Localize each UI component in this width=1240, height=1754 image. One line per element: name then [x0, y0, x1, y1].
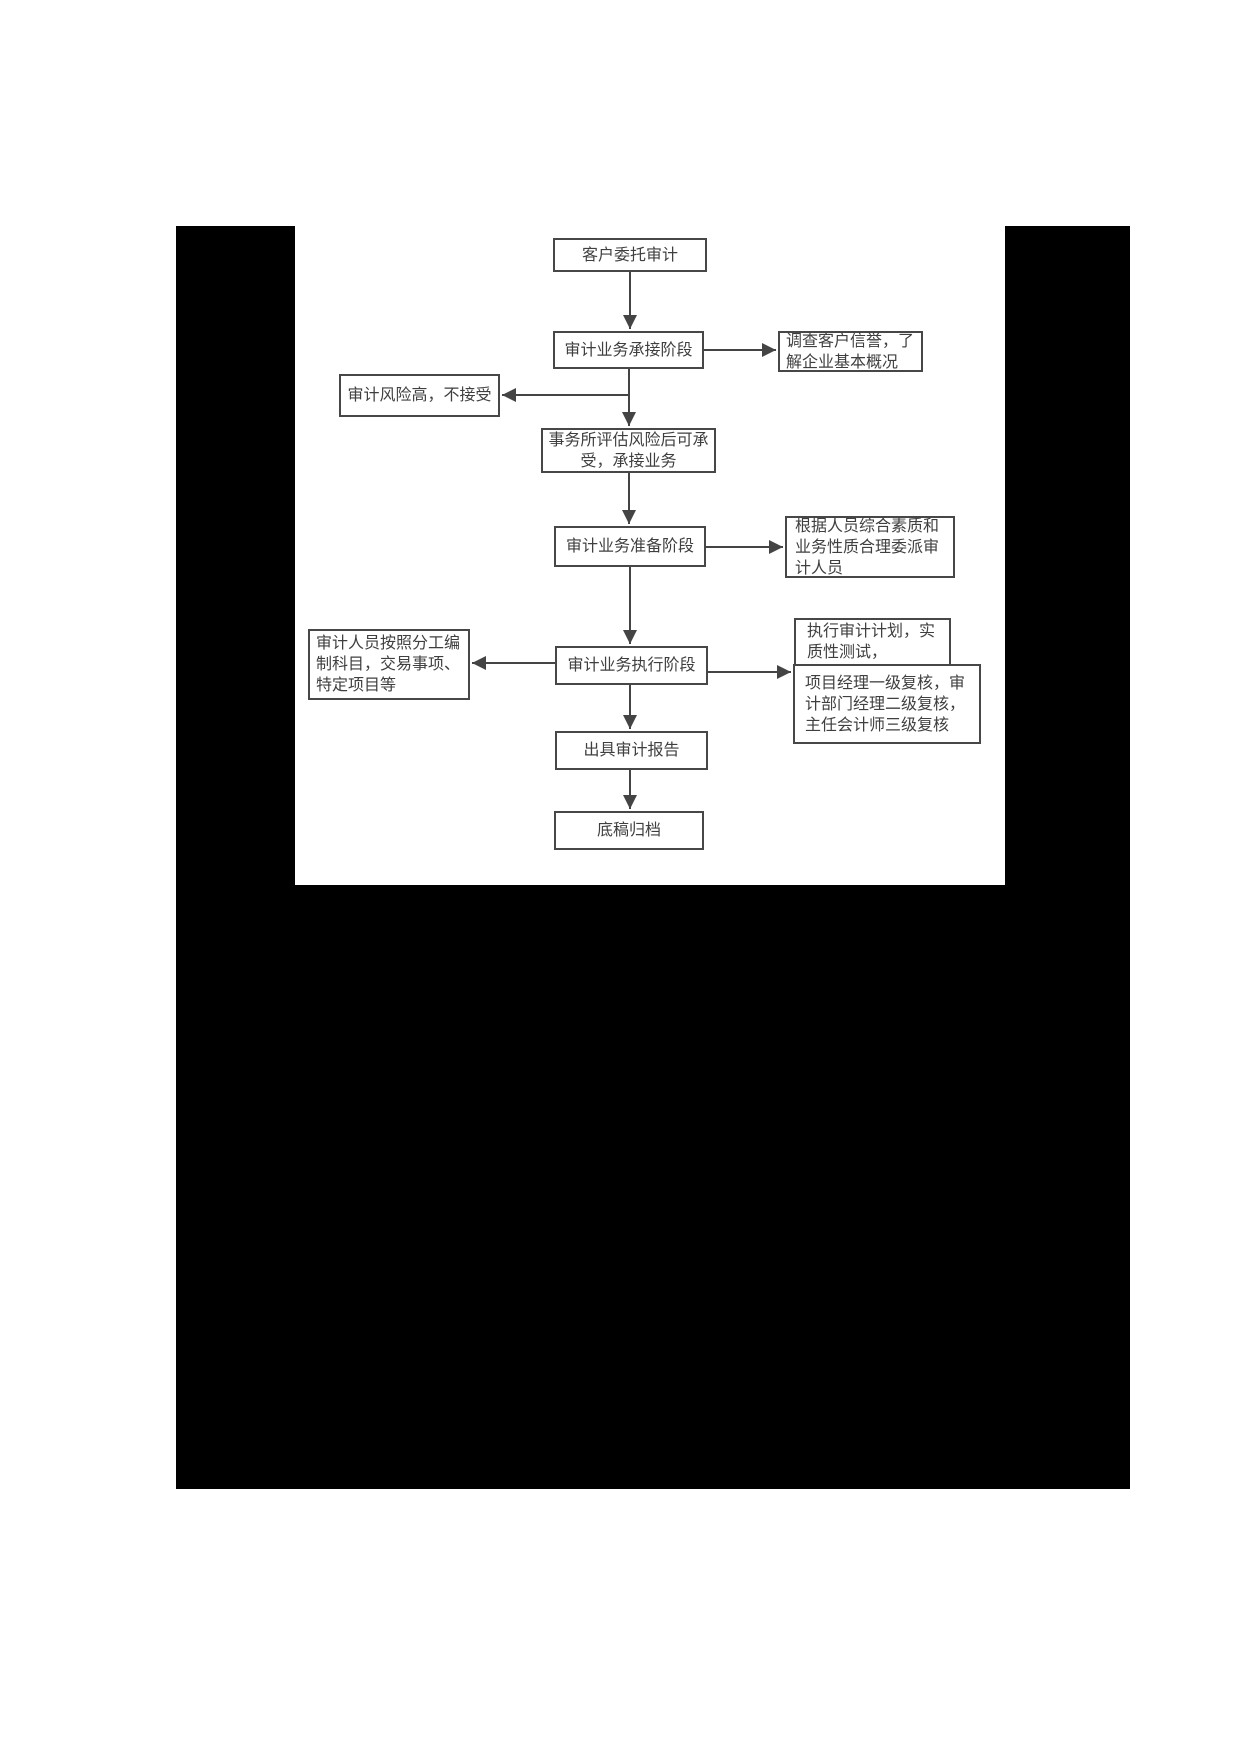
firm-risk-assessment-accept-node: 事务所评估风险后可承 受，承接业务	[541, 428, 716, 473]
client-entrust-audit-node: 客户委托审计	[553, 238, 707, 272]
high-risk-reject-node: 审计风险高，不接受	[339, 374, 500, 417]
staff-division-compile-node: 审计人员按照分工编 制科目，交易事项、 特定项目等	[308, 629, 470, 700]
execution-stage-node: 审计业务执行阶段	[555, 646, 708, 685]
archive-working-papers-node: 底稿归档	[554, 811, 704, 850]
acceptance-stage-node: 审计业务承接阶段	[553, 331, 704, 369]
preparation-stage-node: 审计业务准备阶段	[554, 526, 706, 567]
issue-audit-report-node: 出具审计报告	[555, 731, 708, 770]
investigate-client-reputation-node: 调查客户信誉，了 解企业基本概况	[778, 331, 923, 372]
three-level-review-node: 项目经理一级复核，审 计部门经理二级复核， 主任会计师三级复核	[793, 664, 981, 744]
execute-audit-plan-node: 执行审计计划，实 质性测试，	[794, 618, 951, 666]
assign-audit-staff-node: 根据人员综合素质和 业务性质合理委派审 计人员	[785, 516, 955, 578]
